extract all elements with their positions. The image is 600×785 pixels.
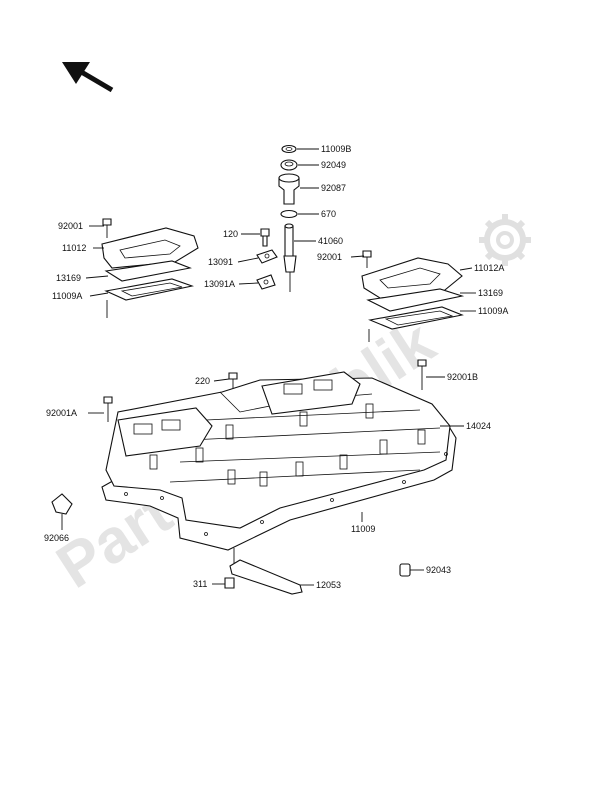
part-92066-damper [51, 493, 73, 530]
part-11009B-gasket [281, 144, 297, 154]
part-11012-cover-left [101, 227, 199, 269]
label-13169-left: 13169 [56, 273, 81, 283]
part-92001-bolt-left [102, 218, 112, 238]
part-13091A-plate [256, 274, 276, 290]
part-11009A-gasket-left [104, 278, 195, 318]
label-13091: 13091 [208, 257, 233, 267]
label-11009: 11009 [351, 524, 375, 534]
label-11012A: 11012A [474, 263, 504, 273]
gear-icon [479, 214, 531, 266]
part-92001A-bolt [88, 396, 113, 422]
label-14024: 14024 [466, 421, 491, 431]
part-311-nut [212, 577, 235, 589]
label-13169-right: 13169 [478, 288, 503, 298]
part-41060-shaft [283, 223, 297, 292]
part-11009A-gasket-right [368, 306, 464, 342]
label-11009A-left: 11009A [52, 291, 82, 301]
arrow-up-left-icon [62, 62, 114, 93]
part-220-bolt [213, 372, 238, 393]
label-12053: 12053 [316, 580, 341, 590]
label-92001-left: 92001 [58, 221, 83, 231]
label-92001A: 92001A [46, 408, 77, 418]
part-12053-guide [229, 548, 314, 595]
label-220: 220 [195, 376, 210, 386]
label-311: 311 [193, 579, 207, 589]
part-92001-bolt-right [362, 250, 372, 268]
part-11012A-cover-right [361, 257, 463, 299]
label-11012: 11012 [62, 243, 86, 253]
label-92087: 92087 [321, 183, 346, 193]
label-41060: 41060 [318, 236, 343, 246]
part-92043-cap [399, 563, 424, 577]
part-13091-plate [256, 249, 278, 264]
part-120-bolt [260, 228, 270, 247]
label-13091A: 13091A [204, 279, 235, 289]
part-92087-cap [278, 173, 300, 205]
label-92001B: 92001B [447, 372, 478, 382]
part-13169-plate-right [366, 288, 465, 312]
part-92001B-bolt [417, 359, 445, 390]
part-labels: 11009B 92049 92087 670 41060 120 13091 1… [44, 144, 508, 590]
label-670: 670 [321, 209, 336, 219]
label-120: 120 [223, 229, 238, 239]
label-92049: 92049 [321, 160, 346, 170]
part-13169-plate-left [104, 260, 192, 282]
label-92066: 92066 [44, 533, 69, 543]
label-92043: 92043 [426, 565, 451, 575]
part-670-o-ring [280, 209, 298, 219]
label-11009A-right: 11009A [478, 306, 508, 316]
part-11009-head-cover [101, 371, 457, 551]
label-11009B: 11009B [321, 144, 351, 154]
part-92049-seal [280, 159, 298, 171]
label-92001-right: 92001 [317, 252, 342, 262]
